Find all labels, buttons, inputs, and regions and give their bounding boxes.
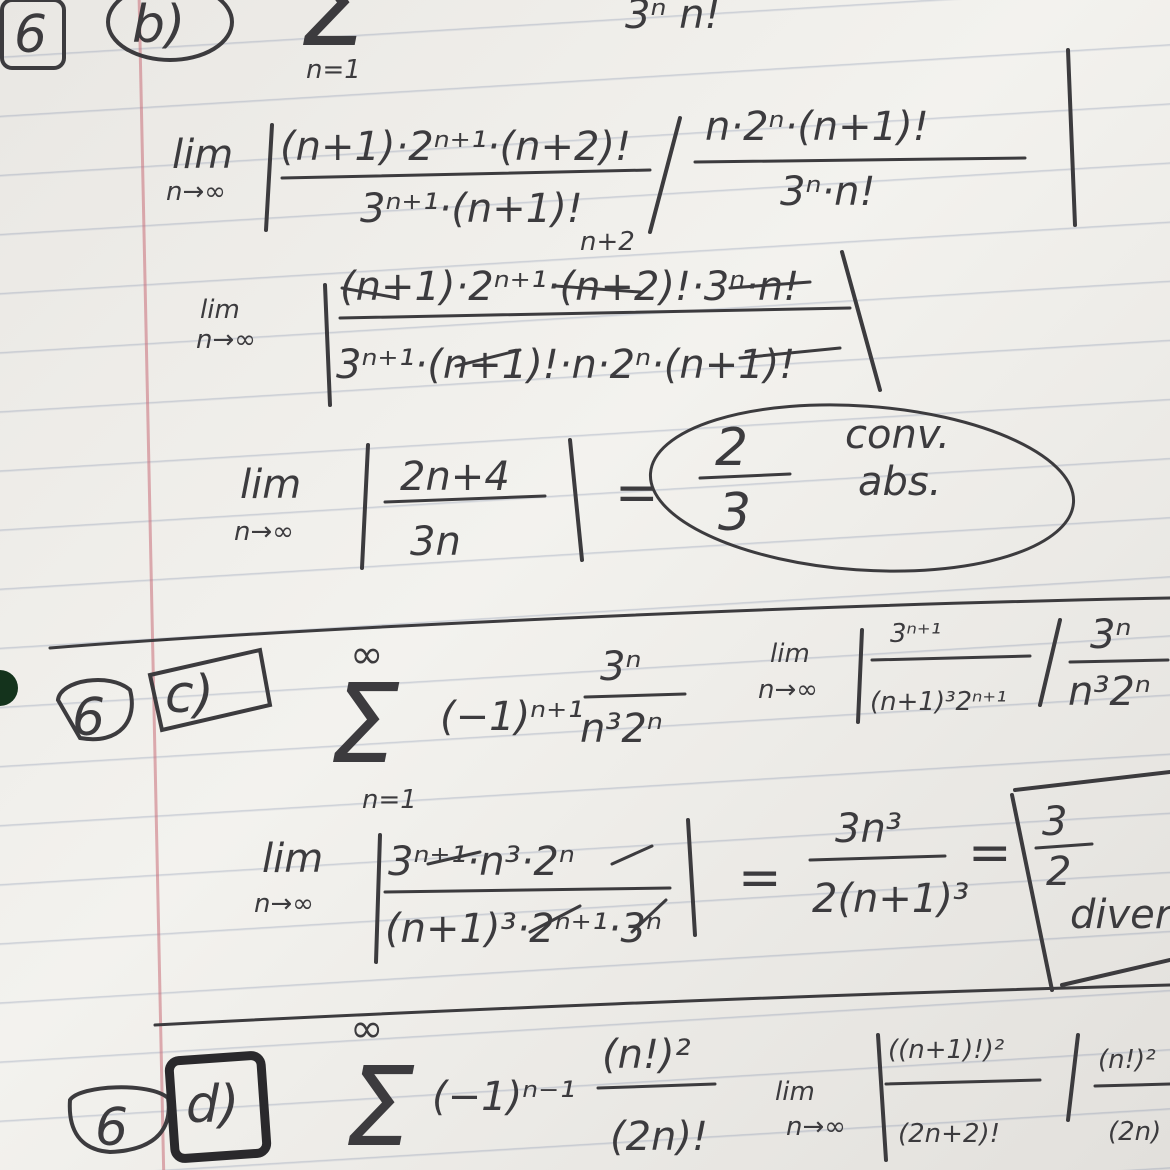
step1-numerator-right: n·2ⁿ·(n+1)! (705, 104, 929, 150)
step1-denominator-left: 3ⁿ⁺¹·(n+1)! (360, 186, 583, 232)
problem-number-circle (67, 1085, 171, 1155)
equals-sign: = (738, 848, 782, 908)
step2-above-note: n+2 (580, 227, 635, 257)
lim-subscript: n→∞ (786, 1112, 846, 1142)
term-denominator: n³2ⁿ (580, 706, 663, 752)
lim-subscript-3: n→∞ (234, 517, 294, 547)
equals-sign-2: = (968, 823, 1012, 883)
ratio-denominator-left: (2n+2)! (898, 1119, 1000, 1149)
cancel-mark (426, 850, 482, 866)
problem-number: 6 (14, 5, 47, 65)
lim-label: lim (775, 1077, 815, 1107)
problem-number-circle (55, 677, 134, 742)
step1-numerator-left: (n+1)·2ⁿ⁺¹·(n+2)! (280, 124, 631, 170)
cancel-mark (554, 284, 642, 294)
problem-number: 6 (72, 688, 105, 748)
lim-subscript: n→∞ (758, 675, 818, 705)
step2-denominator: 3ⁿ⁺¹·(n+1)!·n·2ⁿ·(n+1)! (336, 342, 795, 388)
sum-lower-index: n=1 (362, 785, 417, 815)
cancel-mark (630, 898, 668, 934)
hole-punch-mark (0, 670, 18, 706)
part-label: c) (165, 665, 214, 725)
lim-label: lim (770, 639, 810, 669)
cancel-mark (610, 844, 654, 866)
ratio-denominator-right: n³2ⁿ (1068, 669, 1151, 715)
step-numerator: 3ⁿ⁺¹·n³·2ⁿ (388, 839, 575, 885)
ratio-numerator-right: (n!)² (1098, 1045, 1156, 1075)
ratio-numerator-right: 3ⁿ (1090, 612, 1131, 658)
simplified-denominator: 2(n+1)³ (812, 876, 969, 922)
alternating-sign: (−1)ⁿ⁻¹ (432, 1074, 575, 1120)
part-c: 6 c) ∞ Σ n=1 (−1)ⁿ⁺¹ 3ⁿ n³2ⁿ lim n→∞ 3ⁿ⁺… (0, 612, 1170, 992)
series-term-top: 3ⁿ n! (625, 0, 721, 38)
sum-upper-limit: ∞ (350, 1006, 383, 1052)
part-label-box (147, 647, 273, 733)
series-lower-index: n=1 (306, 55, 361, 85)
section-divider (153, 983, 1170, 1027)
sigma-symbol: Σ (300, 0, 370, 71)
lim-label-3: lim (240, 462, 301, 508)
lim-subscript: n→∞ (166, 177, 226, 207)
result-numerator: 3 (1042, 799, 1067, 845)
part-label: b) (132, 0, 185, 55)
cancel-mark (454, 348, 522, 368)
ratio-denominator-left: (n+1)³2ⁿ⁺¹ (870, 687, 1007, 717)
simplified-numerator: 3n³ (835, 806, 902, 852)
division-slash (648, 116, 682, 234)
problem-number-box (0, 0, 66, 70)
lim-label-2: lim (200, 295, 240, 325)
conclusion-line-2: abs. (858, 459, 941, 505)
cancel-mark (738, 346, 842, 360)
result-denominator: 2 (1046, 849, 1071, 895)
part-b: 6 b) Σ 3ⁿ n! n=1 lim n→∞ (n+1)·2ⁿ⁺¹·(n+2… (0, 0, 1077, 573)
conclusion: diverg (1070, 892, 1170, 938)
term-numerator: 3ⁿ (600, 644, 641, 690)
ratio-numerator-left: 3ⁿ⁺¹ (890, 619, 941, 649)
cancel-mark (528, 904, 582, 934)
step1-denominator-right: 3ⁿ·n! (780, 169, 876, 215)
part-d: 6 d) ∞ Σ (−1)ⁿ⁻¹ (n!)² (2n)! lim n→∞ ((n… (67, 1006, 1170, 1170)
term-denominator: (2n)! (610, 1114, 708, 1160)
alternating-sign: (−1)ⁿ⁺¹ (440, 694, 583, 740)
ratio-numerator-left: ((n+1)!)² (888, 1035, 1004, 1065)
step3-numerator: 2n+4 (400, 454, 510, 500)
lim-subscript-2: n→∞ (196, 325, 256, 355)
problem-number: 6 (95, 1098, 128, 1158)
part-label-box (164, 1051, 272, 1163)
ratio-denominator-right: (2n) (1108, 1117, 1161, 1147)
sigma-symbol: Σ (345, 1043, 415, 1170)
term-numerator: (n!)² (602, 1032, 691, 1078)
section-divider (48, 596, 1170, 650)
lim-label-2: lim (262, 836, 323, 882)
cancel-mark (340, 286, 400, 300)
answer-circle (648, 403, 1076, 573)
lim-label: lim (172, 132, 233, 178)
step-denominator: (n+1)³·2ⁿ⁺¹·3ⁿ (385, 906, 662, 952)
lim-subscript-2: n→∞ (254, 889, 314, 919)
conclusion-line-1: conv. (845, 412, 950, 458)
result-numerator: 2 (715, 418, 748, 478)
sum-upper-limit: ∞ (350, 632, 383, 678)
step3-denominator: 3n (410, 519, 461, 565)
result-denominator: 3 (718, 483, 751, 543)
cancel-mark (728, 280, 812, 290)
sigma-symbol: Σ (330, 660, 400, 788)
part-label: d) (186, 1075, 239, 1135)
answer-box (1010, 770, 1170, 992)
part-label-circle (106, 0, 234, 62)
